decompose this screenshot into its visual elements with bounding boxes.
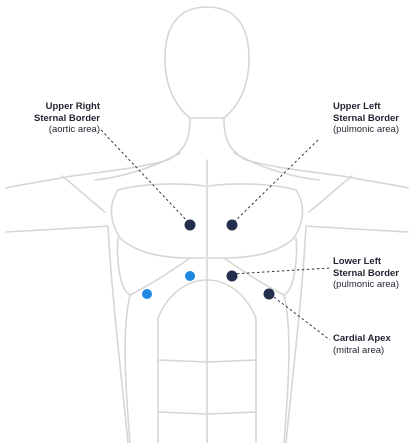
deltoid-right	[309, 176, 352, 212]
label-lower-left-title-1: Lower Left	[333, 256, 413, 268]
abs-line-right	[207, 360, 256, 362]
label-cardiac-apex-title: Cardial Apex	[333, 333, 413, 345]
label-cardiac-apex-subtitle: (mitral area)	[333, 345, 413, 357]
label-upper-left-subtitle: (pulmonic area)	[333, 124, 413, 136]
marker-cardiac-apex[interactable]	[264, 289, 275, 300]
label-cardiac-apex: Cardial Apex (mitral area)	[333, 333, 413, 356]
label-lower-left-title-2: Sternal Border	[333, 268, 413, 280]
label-upper-left-title-2: Sternal Border	[333, 113, 413, 125]
pectoral-right	[209, 184, 303, 258]
label-upper-right-sternal-border: Upper Right Sternal Border (aortic area)	[10, 101, 100, 136]
abs-line-lower-right	[207, 412, 256, 414]
abs-line-left	[158, 360, 207, 362]
marker-upper-left-sternal[interactable]	[227, 220, 238, 231]
label-upper-right-title-2: Sternal Border	[10, 113, 100, 125]
label-upper-left-sternal-border: Upper Left Sternal Border (pulmonic area…	[333, 101, 413, 136]
deltoid-left	[62, 176, 105, 212]
marker-lower-left-sternal[interactable]	[227, 271, 238, 282]
label-lower-left-sternal-border: Lower Left Sternal Border (pulmonic area…	[333, 256, 413, 291]
head-outline	[165, 7, 249, 118]
leader-upper-left	[232, 140, 318, 224]
torso-side-right	[284, 238, 297, 295]
torso-side-left	[118, 238, 131, 295]
arm-left	[6, 226, 128, 443]
marker-alternate-mid[interactable]	[185, 271, 195, 281]
abs-line-lower-left	[158, 412, 207, 414]
label-lower-left-subtitle: (pulmonic area)	[333, 279, 413, 291]
label-upper-right-title-1: Upper Right	[10, 101, 100, 113]
label-upper-left-title-1: Upper Left	[333, 101, 413, 113]
label-upper-right-subtitle: (aortic area)	[10, 124, 100, 136]
marker-alternate-right[interactable]	[142, 289, 152, 299]
marker-upper-right-sternal[interactable]	[185, 220, 196, 231]
